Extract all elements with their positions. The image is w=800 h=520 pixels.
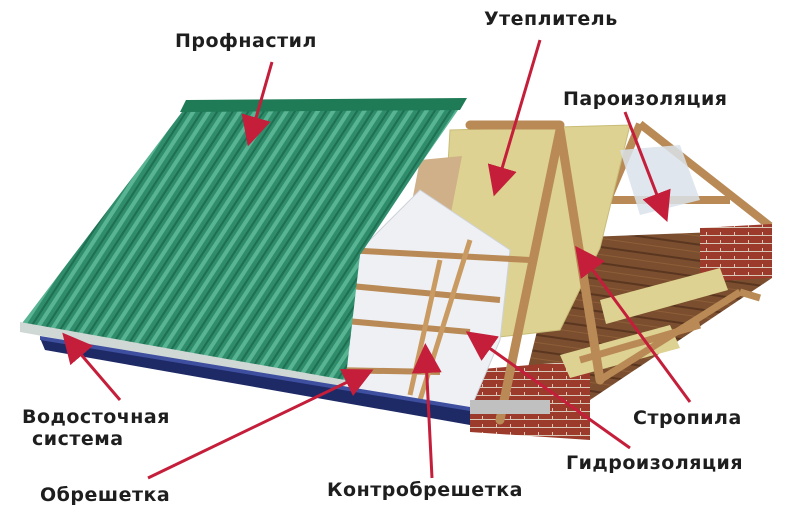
label-stropila: Стропила xyxy=(633,407,742,429)
arrow-gidroizolyaciya xyxy=(465,331,631,450)
arrow-kontrobreshetka xyxy=(411,343,442,479)
arrow-vodostochnaya xyxy=(62,332,122,401)
label-vodostochnaya-line1: Водосточная xyxy=(22,406,170,428)
arrow-uteplitel xyxy=(487,39,542,197)
label-profnastil: Профнастил xyxy=(175,30,317,52)
label-gidroizolyaciya: Гидроизоляция xyxy=(566,452,744,474)
label-vodostochnaya-sistema: Водосточная система xyxy=(22,406,222,450)
brick-wall-right xyxy=(700,224,772,282)
insulation-strip-1 xyxy=(600,268,728,324)
vapor-barrier xyxy=(620,145,700,215)
base-beam xyxy=(470,400,550,414)
arrow-stropila xyxy=(575,245,692,403)
arrow-profnastil xyxy=(241,61,274,147)
floor-joists xyxy=(579,288,762,383)
roof-ridge-cap xyxy=(180,98,467,112)
arrow-paroizolyaciya xyxy=(623,111,671,222)
label-paroizolyaciya: Пароизоляция xyxy=(563,88,728,110)
label-kontrobreshetka: Контробрешетка xyxy=(327,479,523,501)
label-obreshetka: Обрешетка xyxy=(40,484,171,506)
corrugated-roof-sheet xyxy=(20,100,465,385)
arrow-obreshetka xyxy=(147,368,374,480)
label-arrows xyxy=(62,39,692,480)
label-vodostochnaya-line2: система xyxy=(32,428,124,450)
label-uteplitel: Утеплитель xyxy=(484,8,618,30)
gutter xyxy=(40,338,470,425)
